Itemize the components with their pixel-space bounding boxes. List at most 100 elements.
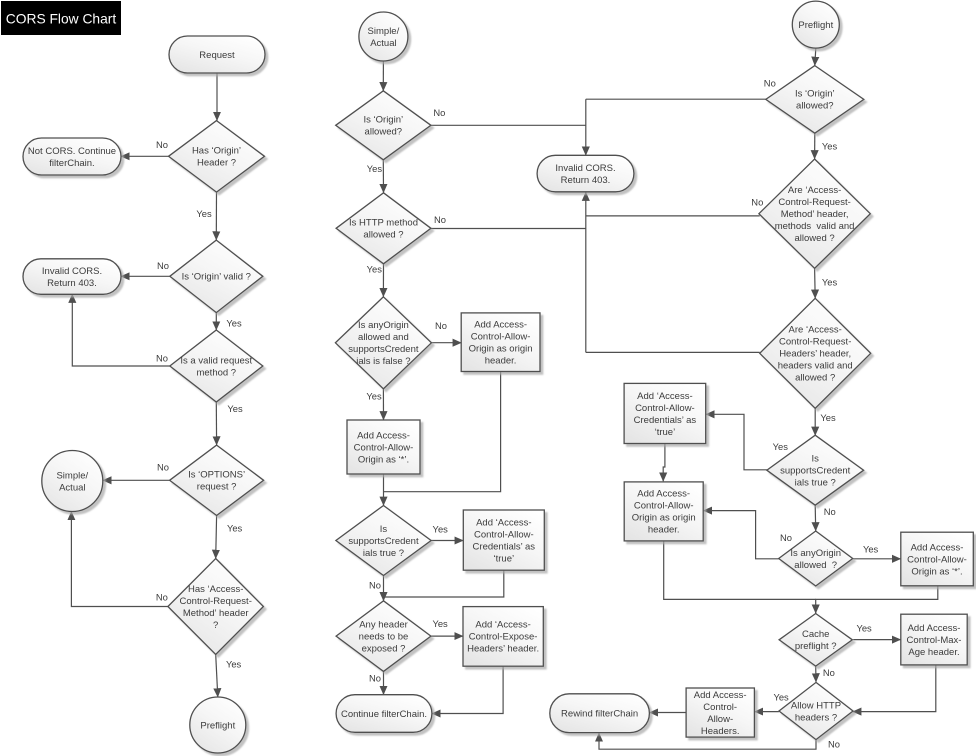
svg-text:Control-Max-: Control-Max- [907, 635, 962, 646]
svg-text:allowed?: allowed? [365, 127, 403, 138]
svg-text:Control-Allow-: Control-Allow- [354, 442, 414, 453]
svg-text:Invalid CORS.: Invalid CORS. [42, 266, 102, 277]
svg-text:needs to be: needs to be [359, 631, 409, 642]
svg-text:Return 403.: Return 403. [47, 278, 97, 289]
svg-text:Simple/: Simple/ [368, 26, 400, 37]
svg-text:method ?: method ? [196, 367, 236, 378]
svg-text:Control-Request-: Control-Request- [779, 337, 851, 348]
svg-text:filterChain.: filterChain. [49, 158, 94, 169]
svg-text:Is anyOrigin: Is anyOrigin [790, 548, 841, 559]
svg-text:CORS Flow Chart: CORS Flow Chart [6, 11, 117, 26]
svg-text:Yes: Yes [366, 390, 382, 401]
svg-text:No: No [751, 196, 763, 207]
svg-text:Actual: Actual [370, 38, 396, 49]
svg-text:No: No [369, 672, 381, 683]
svg-text:Control-Allow-: Control-Allow- [635, 403, 695, 414]
svg-text:Simple/: Simple/ [56, 470, 88, 481]
svg-text:Yes: Yes [432, 618, 448, 629]
svg-text:Is: Is [812, 454, 820, 465]
svg-text:‘true’: ‘true’ [655, 427, 676, 438]
svg-text:allowed?: allowed? [796, 101, 834, 112]
svg-text:Is anyOrigin: Is anyOrigin [358, 320, 409, 331]
svg-text:?: ? [213, 620, 218, 631]
svg-text:Is a valid request: Is a valid request [180, 355, 252, 366]
svg-text:Control-Request-: Control-Request- [778, 197, 850, 208]
svg-text:header.: header. [485, 356, 517, 367]
svg-text:Are ‘Access-: Are ‘Access- [788, 185, 841, 196]
svg-text:No: No [369, 579, 381, 590]
svg-text:Age header.: Age header. [908, 647, 959, 658]
svg-text:Is HTTP method: Is HTTP method [349, 218, 418, 229]
svg-text:Has ‘Access-: Has ‘Access- [188, 584, 243, 595]
svg-text:Control-Allow-: Control-Allow- [471, 332, 531, 343]
svg-text:Origin as origin: Origin as origin [632, 513, 696, 524]
svg-text:Yes: Yes [367, 163, 383, 174]
svg-text:Actual: Actual [59, 482, 85, 493]
svg-text:Origin as ‘*’.: Origin as ‘*’. [358, 454, 409, 465]
svg-text:No: No [435, 320, 447, 331]
svg-text:Yes: Yes [822, 140, 838, 151]
svg-text:No: No [156, 591, 168, 602]
svg-text:Add ‘Access-: Add ‘Access- [475, 620, 530, 631]
svg-text:exposed ?: exposed ? [362, 643, 406, 654]
svg-text:Add Access-: Add Access- [694, 690, 747, 701]
svg-text:No: No [764, 77, 776, 88]
svg-text:Yes: Yes [227, 522, 243, 533]
svg-text:Control-Expose-: Control-Expose- [469, 632, 538, 643]
svg-text:Yes: Yes [856, 622, 872, 633]
svg-text:Add Access-: Add Access- [357, 430, 410, 441]
svg-text:Control-Allow-: Control-Allow- [474, 529, 534, 540]
svg-text:No: No [157, 461, 169, 472]
svg-text:Continue filterChain.: Continue filterChain. [341, 709, 427, 720]
svg-text:Yes: Yes [863, 543, 879, 554]
svg-text:Yes: Yes [773, 691, 789, 702]
svg-text:No: No [156, 352, 168, 363]
svg-text:Add Access-: Add Access- [911, 542, 964, 553]
svg-text:No: No [828, 738, 840, 749]
svg-text:Preflight: Preflight [200, 720, 235, 731]
svg-text:ials is false ?: ials is false ? [356, 356, 410, 367]
svg-text:ials true ?: ials true ? [363, 548, 404, 559]
svg-text:Add Access-: Add Access- [637, 489, 690, 500]
svg-text:‘true’: ‘true’ [494, 553, 515, 564]
svg-text:Rewind filterChain: Rewind filterChain [561, 709, 638, 720]
svg-text:Are ‘Access-: Are ‘Access- [789, 325, 842, 336]
svg-text:Control-: Control- [703, 702, 737, 713]
svg-text:allowed ?: allowed ? [795, 233, 835, 244]
svg-text:Cache: Cache [802, 629, 829, 640]
svg-text:headers valid and: headers valid and [778, 361, 853, 372]
svg-text:preflight ?: preflight ? [795, 641, 837, 652]
svg-text:Headers’ header.: Headers’ header. [467, 644, 539, 655]
svg-text:Any header: Any header [359, 619, 408, 630]
svg-text:Control-Request-: Control-Request- [180, 596, 252, 607]
svg-text:header.: header. [648, 525, 680, 536]
svg-text:Is: Is [380, 524, 388, 535]
svg-text:Has ‘Origin’: Has ‘Origin’ [192, 146, 241, 157]
svg-text:supportsCredent: supportsCredent [780, 466, 851, 477]
svg-text:ials true ?: ials true ? [795, 478, 836, 489]
svg-text:Add Access-: Add Access- [908, 623, 961, 634]
svg-text:Yes: Yes [820, 412, 836, 423]
svg-text:No: No [823, 667, 835, 678]
svg-text:Preflight: Preflight [798, 20, 833, 31]
svg-text:Headers’ header,: Headers’ header, [779, 349, 851, 360]
svg-text:Invalid CORS.: Invalid CORS. [555, 163, 615, 174]
svg-text:Method’ header,: Method’ header, [781, 209, 849, 220]
svg-text:Add ‘Access-: Add ‘Access- [637, 391, 692, 402]
svg-text:Yes: Yes [196, 208, 212, 219]
svg-text:Yes: Yes [227, 403, 243, 414]
svg-text:Add Access-: Add Access- [474, 320, 527, 331]
svg-text:Is ‘Origin’ valid ?: Is ‘Origin’ valid ? [182, 272, 251, 283]
svg-text:allowed and: allowed and [358, 332, 409, 343]
svg-text:Yes: Yes [226, 658, 242, 669]
svg-text:headers ?: headers ? [795, 712, 837, 723]
svg-text:allowed ?: allowed ? [363, 230, 403, 241]
svg-text:Yes: Yes [226, 317, 242, 328]
svg-text:supportsCredent: supportsCredent [348, 344, 419, 355]
svg-text:Yes: Yes [433, 523, 449, 534]
svg-text:Headers.: Headers. [701, 726, 740, 737]
svg-text:Request: Request [199, 50, 235, 61]
svg-text:No: No [157, 260, 169, 271]
svg-text:Allow-: Allow- [707, 714, 733, 725]
svg-text:supportsCredent: supportsCredent [348, 536, 419, 547]
